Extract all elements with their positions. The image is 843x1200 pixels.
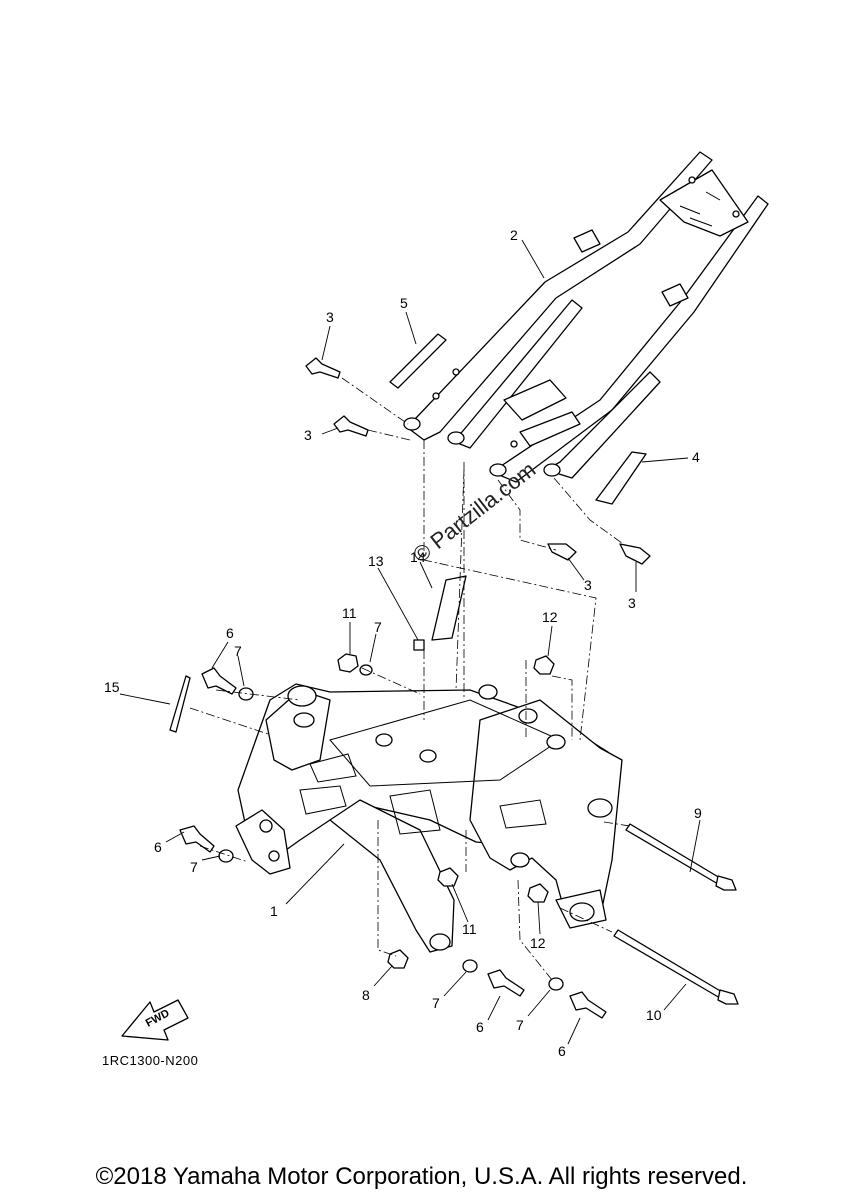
callout-7: 7 bbox=[374, 619, 382, 635]
fasteners-drawing bbox=[179, 639, 607, 1019]
callout-7: 7 bbox=[432, 995, 440, 1011]
callout-9: 9 bbox=[694, 805, 702, 821]
callout-5: 5 bbox=[400, 295, 408, 311]
drawing-code: 1RC1300-N200 bbox=[102, 1053, 199, 1068]
side-plate-4-drawing bbox=[595, 451, 647, 505]
callout-7: 7 bbox=[234, 643, 242, 659]
plate-15-drawing bbox=[169, 675, 191, 733]
callout-8: 8 bbox=[362, 987, 370, 1003]
long-bolts-drawing bbox=[613, 823, 739, 1005]
side-plate-5-drawing bbox=[389, 333, 447, 389]
callout-6: 6 bbox=[558, 1043, 566, 1059]
callout-11: 11 bbox=[462, 921, 477, 937]
callout-12: 12 bbox=[542, 609, 558, 625]
callout-11: 11 bbox=[342, 605, 357, 621]
callout-4: 4 bbox=[692, 449, 700, 465]
callout-1: 1 bbox=[270, 903, 278, 919]
callout-3: 3 bbox=[584, 577, 592, 593]
copyright-notice: ©2018 Yamaha Motor Corporation, U.S.A. A… bbox=[95, 1163, 748, 1190]
callout-10: 10 bbox=[646, 1007, 662, 1023]
label-14-drawing bbox=[431, 575, 467, 641]
callout-6: 6 bbox=[226, 625, 234, 641]
callout-7: 7 bbox=[516, 1017, 524, 1033]
callout-2: 2 bbox=[510, 227, 518, 243]
leader-lines bbox=[119, 239, 701, 1045]
callout-6: 6 bbox=[154, 839, 162, 855]
callout-labels: 2 3 5 3 4 3 3 13 14 11 7 12 6 7 15 9 6 7… bbox=[104, 227, 702, 1059]
rear-subframe-drawing bbox=[403, 151, 769, 483]
callout-6: 6 bbox=[476, 1019, 484, 1035]
callout-14: 14 bbox=[410, 549, 426, 565]
callout-3: 3 bbox=[326, 309, 334, 325]
alignment-lines bbox=[189, 377, 631, 981]
callout-13: 13 bbox=[368, 553, 384, 569]
callout-3: 3 bbox=[628, 595, 636, 611]
callout-3: 3 bbox=[304, 427, 312, 443]
bolts-3-drawing bbox=[305, 357, 651, 565]
callout-12: 12 bbox=[530, 935, 546, 951]
callout-15: 15 bbox=[104, 679, 120, 695]
callout-7: 7 bbox=[190, 859, 198, 875]
fwd-arrow-icon: FWD bbox=[121, 999, 189, 1041]
main-frame-drawing bbox=[235, 683, 623, 953]
